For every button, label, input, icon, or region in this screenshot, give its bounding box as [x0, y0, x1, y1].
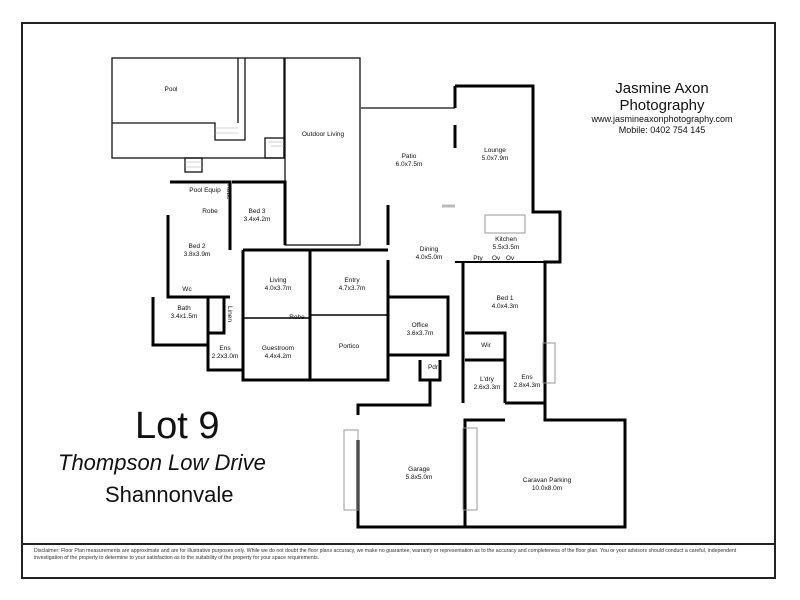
- room-label: Wc: [182, 286, 192, 293]
- room-label: Ov: [491, 255, 501, 262]
- room-label: Pdr: [427, 364, 439, 371]
- room-label: Wir: [481, 342, 491, 349]
- room-label: Robe: [289, 314, 305, 321]
- room-label: Ov: [505, 255, 515, 262]
- room-label: Robe: [202, 208, 218, 215]
- room-label: Portico: [338, 343, 360, 350]
- photographer-name: Jasmine Axon Photography: [615, 80, 709, 114]
- page-frame: [21, 22, 776, 579]
- room-label: Robe: [224, 184, 232, 200]
- outdoor-outlines: [111, 57, 455, 246]
- disclaimer-text: Disclaimer: Floor Plan measurements are …: [34, 548, 737, 561]
- pool-area-outline: [111, 57, 285, 159]
- room-label: Outdoor Living: [301, 131, 345, 138]
- photographer-website[interactable]: www.jasmineaxonphotography.com: [591, 114, 733, 124]
- steps: [185, 127, 284, 168]
- room-label: Pool Equip: [189, 187, 221, 194]
- house-walls: [151, 84, 627, 529]
- room-label: Pty: [473, 255, 483, 262]
- room-label: Linen: [225, 306, 233, 322]
- street-name: Thompson Low Drive: [58, 450, 266, 475]
- disclaimer-divider: [21, 543, 776, 545]
- lot-number: Lot 9: [135, 405, 220, 447]
- room-label: Pool: [164, 86, 178, 93]
- garage-doors: [343, 214, 556, 511]
- pool-outline: [112, 58, 246, 141]
- photographer-mobile: Mobile: 0402 754 145: [618, 125, 706, 135]
- photographer-branding: Jasmine Axon Photography www.jasmineaxon…: [584, 80, 740, 136]
- outdoor-living-outline: [284, 57, 361, 246]
- suburb-name: Shannonvale: [105, 482, 234, 507]
